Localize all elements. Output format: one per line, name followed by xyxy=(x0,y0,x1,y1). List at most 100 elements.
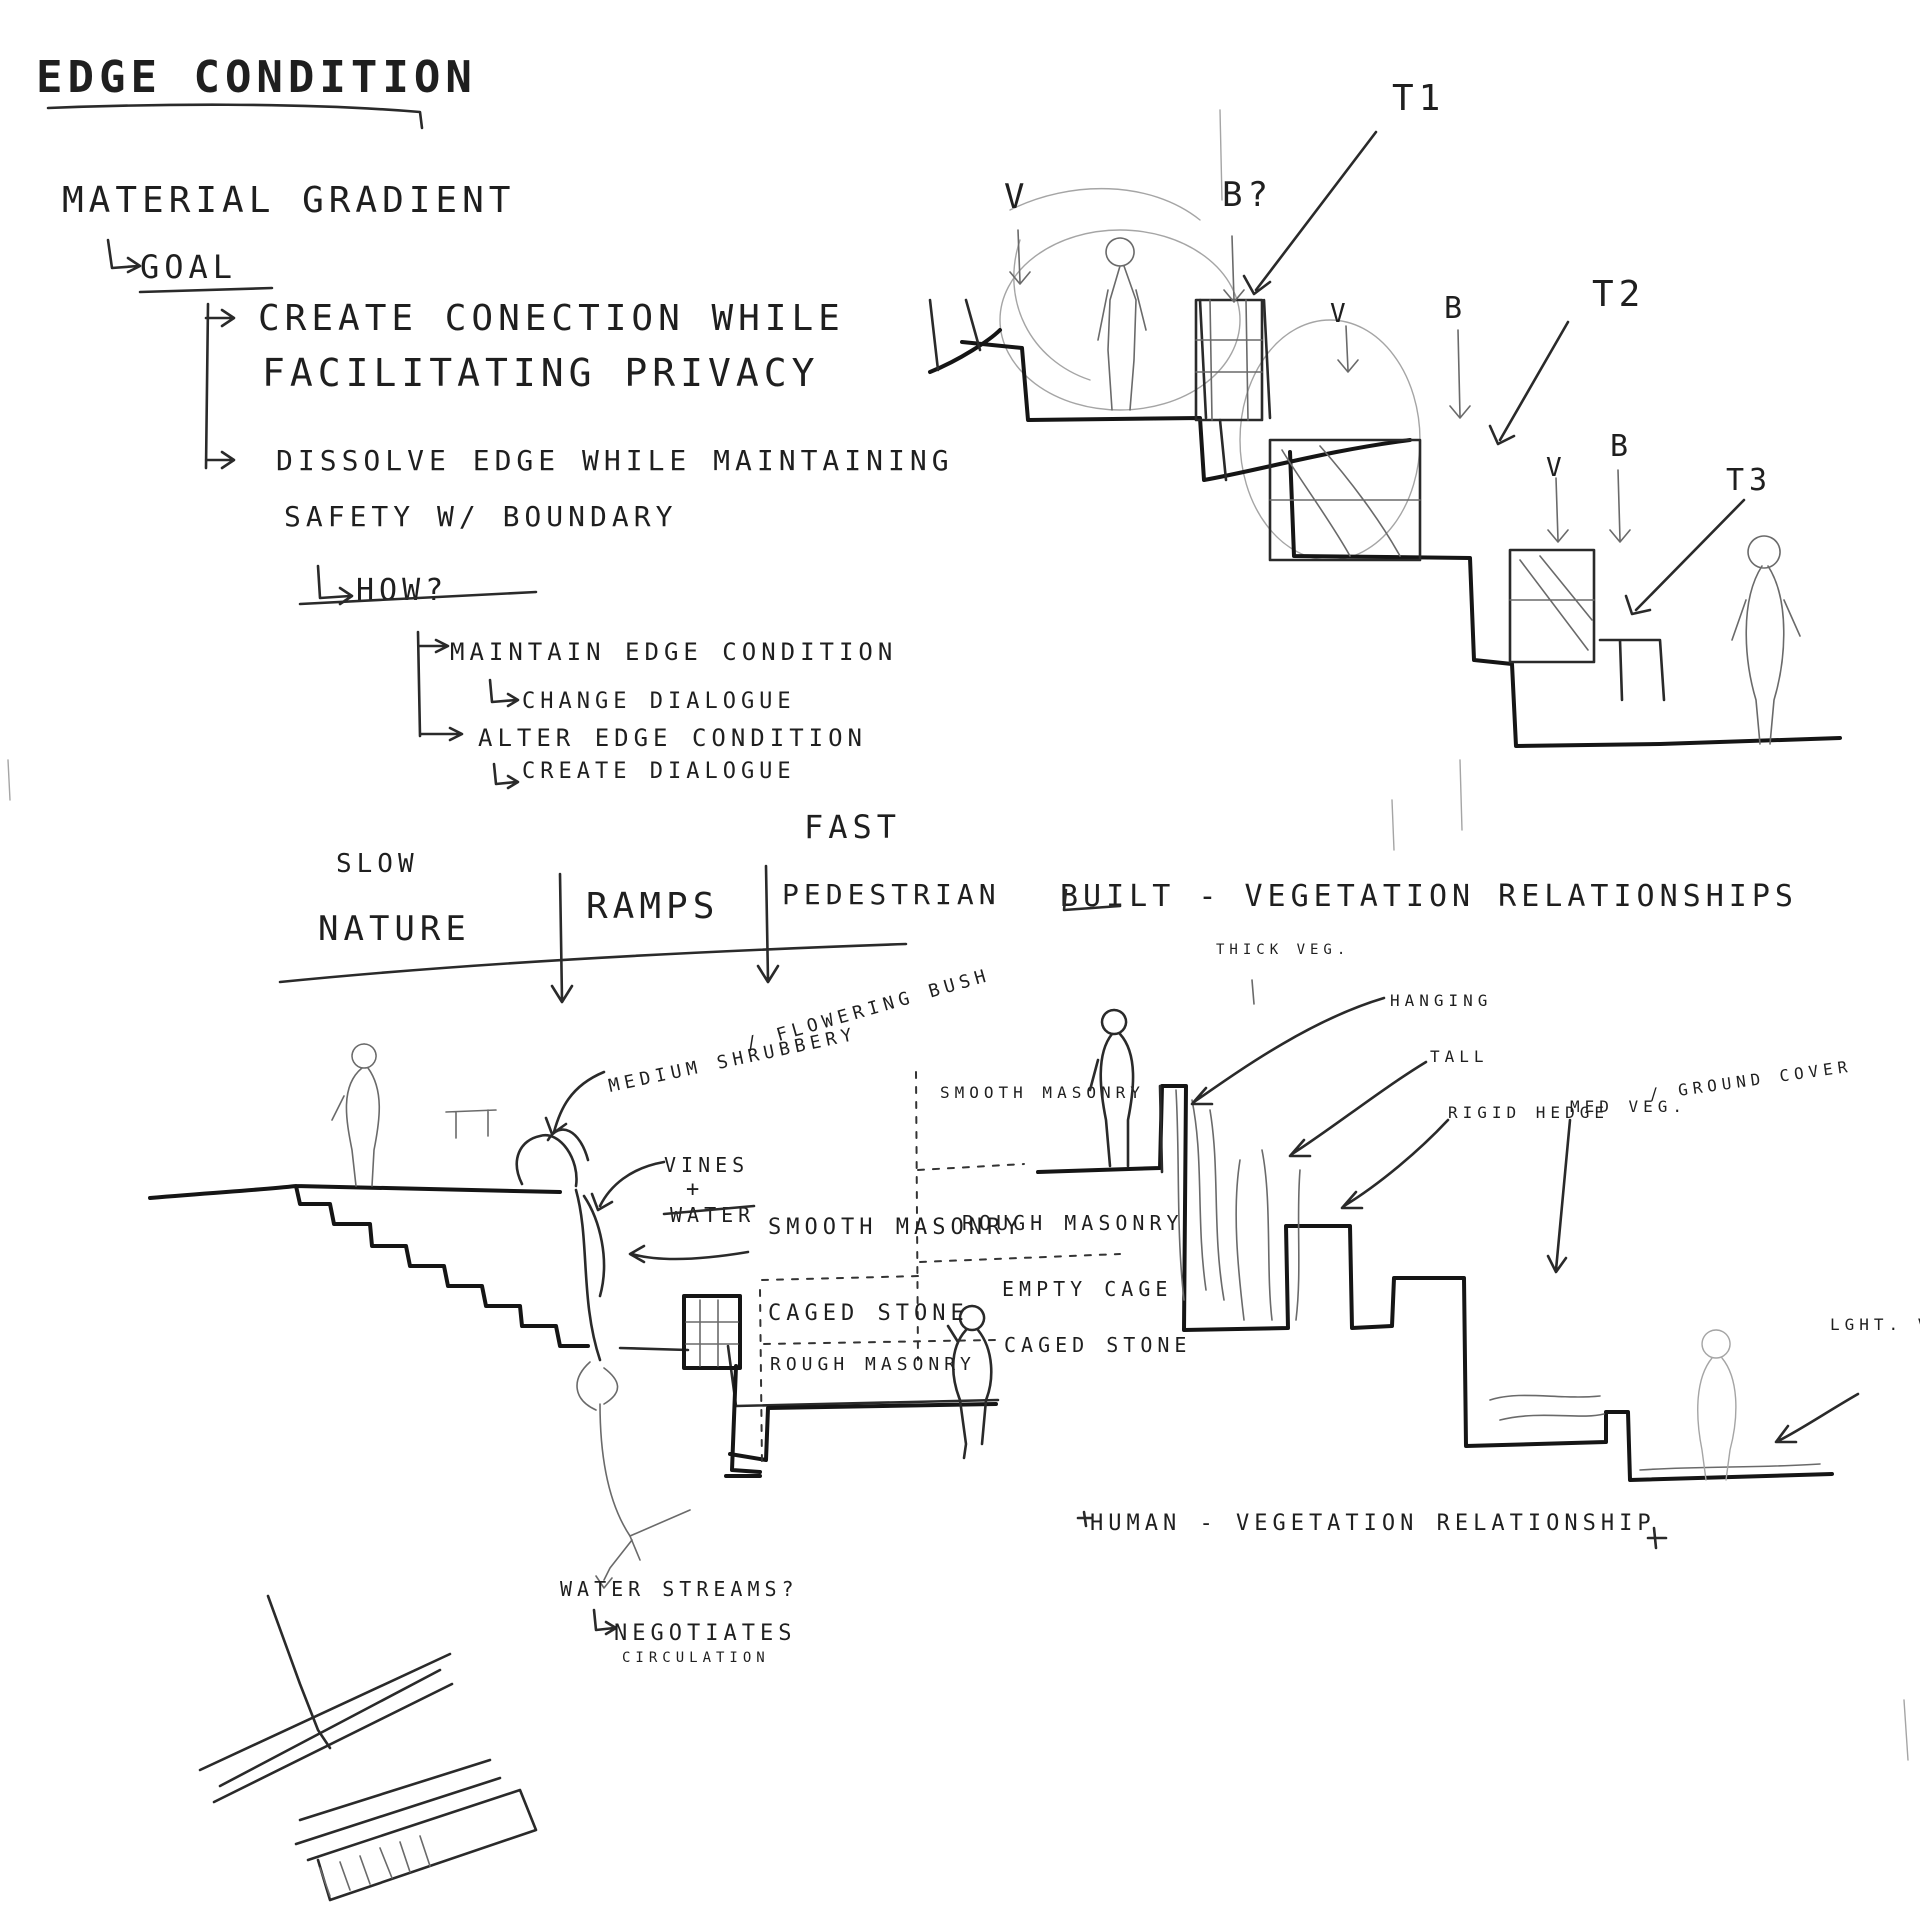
planter-t3-hatch xyxy=(1509,555,1595,651)
label-rigid-hedge: RIGID HEDGE xyxy=(1448,1103,1609,1122)
label-caged-stone-2: CAGED STONE xyxy=(1004,1333,1191,1357)
label-slow: SLOW xyxy=(336,849,419,879)
vegetation-bubble-1 xyxy=(999,229,1241,411)
label-smooth-masonry-1: SMOOTH MASONRY xyxy=(768,1215,1023,1240)
terraced-ground xyxy=(928,328,1842,748)
planter-vines xyxy=(515,1128,606,1362)
label-tall: TALL xyxy=(1430,1047,1489,1066)
arrow-goal xyxy=(106,238,142,274)
label-t1: T1 xyxy=(1392,78,1445,119)
wall-top-tall xyxy=(1158,1084,1164,1174)
label-lght-veg: LGHT. VEG. xyxy=(1830,1315,1920,1334)
cage-door-hatch xyxy=(685,1299,739,1367)
terraced-built-form xyxy=(1036,1084,1834,1482)
plan-hatch xyxy=(319,1835,431,1897)
label-ramps: RAMPS xyxy=(586,886,719,927)
label-human-veg: HUMAN - VEGETATION RELATIONSHIP xyxy=(1090,1511,1656,1536)
label-v-1: V xyxy=(1004,177,1029,217)
label-empty-cage: EMPTY CAGE xyxy=(1002,1277,1172,1301)
label-med-veg: MED VEG. xyxy=(1570,1097,1687,1116)
leader-hanging xyxy=(1190,996,1386,1106)
how-branch-line xyxy=(416,630,464,742)
label-v-2: V xyxy=(1330,299,1351,329)
label-smooth-masonry-2: SMOOTH MASONRY xyxy=(940,1083,1145,1102)
label-v-3: V xyxy=(1546,453,1567,483)
label-circulation: CIRCULATION xyxy=(622,1650,770,1666)
note-how-1: MAINTAIN EDGE CONDITION xyxy=(450,638,897,666)
margin-smudge xyxy=(7,759,1909,1761)
label-fast: FAST xyxy=(804,808,901,846)
water-spill xyxy=(576,1361,641,1561)
hanging-veg xyxy=(1175,1089,1225,1301)
label-b-1: B xyxy=(1444,291,1467,326)
material-divider-h4 xyxy=(763,1339,997,1345)
right-section-title: BUILT - VEGETATION RELATIONSHIPS xyxy=(1060,879,1798,914)
label-flowering-bush: / FLOWERING BUSH xyxy=(744,965,993,1055)
goal-underline xyxy=(138,286,274,294)
leader-lght-veg xyxy=(1774,1392,1860,1444)
label-water-streams: WATER STREAMS? xyxy=(560,1577,799,1601)
figure-top-2 xyxy=(1731,535,1801,745)
label-rough-masonry-1: ROUGH MASONRY xyxy=(962,1211,1184,1235)
material-divider-h1 xyxy=(917,1163,1025,1171)
label-thick-veg: THICK VEG. xyxy=(1216,942,1350,958)
note-goal-1-line-1: CREATE CONECTION WHILE xyxy=(258,298,845,339)
note-how-2: ALTER EDGE CONDITION xyxy=(478,724,867,752)
label-hanging: HANGING xyxy=(1390,991,1492,1010)
plan-building xyxy=(294,1758,538,1902)
water-strike xyxy=(662,1204,756,1216)
label-caged-stone-1: CAGED STONE xyxy=(768,1301,969,1326)
leader-smooth xyxy=(628,1244,750,1264)
note-goal-2-line-2: SAFETY W/ BOUNDARY xyxy=(284,500,677,533)
note-goal-1-line-2: FACILITATING PRIVACY xyxy=(262,351,820,395)
speed-baseline xyxy=(278,942,908,984)
material-divider-h3 xyxy=(761,1275,921,1281)
leader-t2 xyxy=(1488,320,1570,446)
figure-left-bottom xyxy=(946,1304,993,1460)
label-t2: T2 xyxy=(1592,274,1645,315)
ground-cover xyxy=(1489,1394,1821,1471)
label-b-question: B? xyxy=(1222,175,1273,215)
label-rough-masonry-2: ROUGH MASONRY xyxy=(770,1354,976,1375)
veg-arrow-v2 xyxy=(1337,325,1359,373)
figure-right-top xyxy=(1088,1008,1135,1168)
leader-rigid-hedge xyxy=(1340,1118,1450,1210)
planter-t3 xyxy=(1508,548,1596,664)
plan-lines xyxy=(198,1594,454,1804)
label-pedestrian: PEDESTRIAN xyxy=(782,878,1001,911)
goal-branch-line xyxy=(204,302,236,470)
speed-divider-2 xyxy=(756,864,780,984)
water-streams xyxy=(595,1509,691,1589)
leader-thick-veg xyxy=(1251,979,1255,1005)
arrow-negotiates xyxy=(592,1608,618,1636)
arrow-how-1-sub xyxy=(488,678,520,708)
speed-divider-1 xyxy=(550,872,574,1004)
note-how-2-sub: CREATE DIALOGUE xyxy=(522,759,796,784)
label-negotiates: NEGOTIATES xyxy=(614,1621,796,1646)
arrow-how-2-sub xyxy=(492,762,520,790)
figure-left-top xyxy=(331,1043,381,1187)
material-divider-vertical-2 xyxy=(759,1289,763,1467)
construction-lines xyxy=(1009,109,1463,851)
label-plus: + xyxy=(686,1177,704,1202)
veg-arrow-b2 xyxy=(1449,329,1471,419)
figure-top-1 xyxy=(1097,237,1147,411)
leader-tall xyxy=(1288,1060,1428,1158)
label-b-2: B xyxy=(1610,429,1633,464)
plan-sketch xyxy=(198,1594,538,1902)
label-nature: NATURE xyxy=(318,909,471,949)
note-material-gradient: MATERIAL GRADIENT xyxy=(62,180,515,221)
leader-t1 xyxy=(1242,130,1378,296)
label-medium-shrubbery: MEDIUM SHRUBBERY xyxy=(607,1024,859,1097)
label-t3: T3 xyxy=(1726,463,1772,498)
bench-left xyxy=(445,1109,497,1139)
note-goal: GOAL xyxy=(140,248,237,286)
leader-ground-cover xyxy=(1546,1118,1572,1274)
planter-t1-hatch xyxy=(1195,299,1263,421)
veg-arrow-b3 xyxy=(1609,469,1631,543)
retaining-wall xyxy=(724,1364,998,1478)
leader-t3 xyxy=(1624,498,1746,616)
speed-diagram: SLOW FAST NATURE RAMPS PEDESTRIAN xyxy=(278,808,1001,1004)
veg-arrow-b1 xyxy=(1223,235,1245,303)
